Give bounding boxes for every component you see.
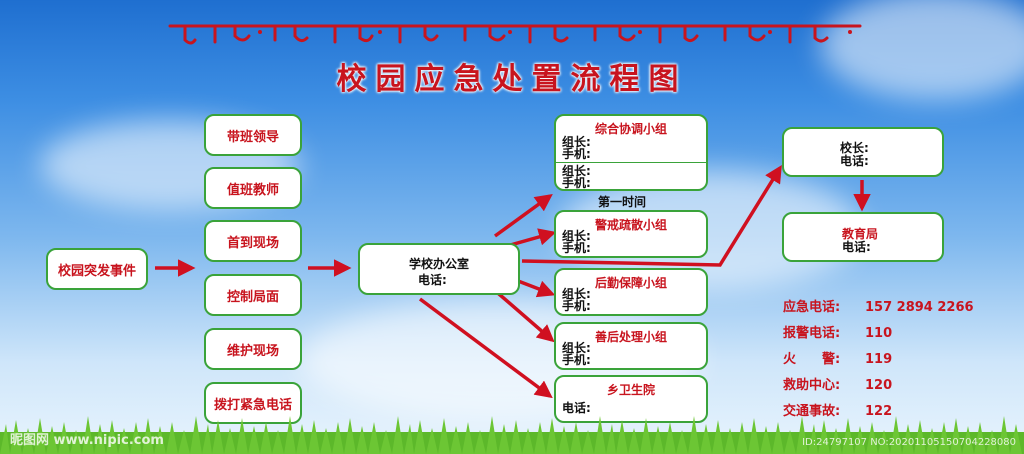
step-label: 带班领导 (226, 129, 279, 145)
group-title: 综合协调小组 (594, 122, 667, 136)
phone-label: 报警电话: (783, 326, 841, 341)
leader-field: 组长: (562, 229, 591, 243)
phone-number: 122 (865, 404, 893, 419)
step-box: 带班领导 (204, 114, 302, 156)
group-township-clinic: 乡卫生院 电话: (554, 375, 708, 423)
phone-row: 报警电话: 110 (783, 322, 974, 348)
step-label: 控制局面 (226, 289, 279, 305)
mobile-field: 手机: (562, 147, 591, 161)
phone-number: 157 2894 2266 (865, 300, 974, 315)
mobile-field: 手机: (562, 176, 591, 190)
phone-row: 交通事故: 122 (783, 400, 974, 426)
mobile-field: 手机: (562, 299, 591, 313)
phone-label: 火 警: (783, 352, 841, 367)
office-name: 学校办公室 (408, 257, 469, 271)
start-node: 校园突发事件 (46, 248, 148, 290)
arrow-office-to-clinic (418, 297, 553, 399)
step-label: 值班教师 (226, 182, 279, 198)
education-bureau-node: 教育局 电话: (782, 212, 944, 262)
group-title: 善后处理小组 (594, 330, 667, 344)
step-box: 值班教师 (204, 167, 302, 209)
tibetan-script-banner (168, 24, 862, 45)
group-title: 乡卫生院 (606, 383, 655, 397)
office-phone-label: 电话: (418, 273, 447, 287)
phone-row: 火 警: 119 (783, 348, 974, 374)
divider (556, 162, 706, 163)
step-box: 维护现场 (204, 328, 302, 370)
leader-field: 组长: (562, 287, 591, 301)
phone-number: 119 (865, 352, 893, 367)
phone-field: 电话: (562, 401, 591, 415)
leader-field: 组长: (562, 341, 591, 355)
phone-number: 120 (865, 378, 893, 393)
leader-field: 组长: (562, 164, 591, 178)
group-logistics: 后勤保障小组 组长: 手机: (554, 268, 708, 316)
arrow-office-to-aftermath (490, 286, 555, 343)
phone-row: 救助中心: 120 (783, 374, 974, 400)
step-label: 维护现场 (226, 343, 279, 359)
step-label: 首到现场 (226, 235, 279, 251)
arrow-office-to-principal (521, 165, 782, 267)
principal-label: 校长: (840, 141, 869, 155)
group-evacuation: 警戒疏散小组 组长: 手机: (554, 210, 708, 258)
mobile-field: 手机: (562, 353, 591, 367)
group-coordination: 综合协调小组 组长: 手机: 组长: 手机: (554, 114, 708, 191)
mobile-field: 手机: (562, 241, 591, 255)
first-time-label: 第一时间 (598, 195, 647, 209)
step-label: 拨打紧急电话 (213, 397, 292, 413)
group-aftermath: 善后处理小组 组长: 手机: (554, 322, 708, 370)
emergency-phone-list: 应急电话: 157 2894 2266 报警电话: 110 火 警: 119 救助中心… (783, 296, 974, 426)
phone-number: 110 (865, 326, 893, 341)
group-title: 警戒疏散小组 (594, 218, 667, 232)
phone-label: 应急电话: (783, 300, 841, 315)
step-box: 首到现场 (204, 220, 302, 262)
grass-decoration (0, 416, 1024, 454)
phone-label: 救助中心: (783, 378, 841, 393)
leader-field: 组长: (562, 135, 591, 149)
school-office-node: 学校办公室 电话: (358, 243, 520, 295)
phone-row: 应急电话: 157 2894 2266 (783, 296, 974, 322)
arrow-office-to-coordination (493, 193, 553, 238)
group-title: 后勤保障小组 (594, 276, 667, 290)
start-node-label: 校园突发事件 (57, 263, 136, 279)
page-title: 校园应急处置流程图 (336, 62, 688, 97)
phone-label: 交通事故: (783, 404, 841, 419)
principal-node: 校长: 电话: (782, 127, 944, 177)
watermark-left: 昵图网 www.nipic.com (10, 433, 164, 448)
bureau-phone-label: 电话: (842, 240, 871, 254)
step-box: 控制局面 (204, 274, 302, 316)
step-box: 拨打紧急电话 (204, 382, 302, 424)
principal-phone-label: 电话: (840, 154, 869, 168)
cloud-decoration (820, 0, 1024, 100)
bureau-title: 教育局 (842, 227, 879, 241)
watermark-right: ID:24797107 NO:20201105150704228080 (802, 437, 1016, 448)
